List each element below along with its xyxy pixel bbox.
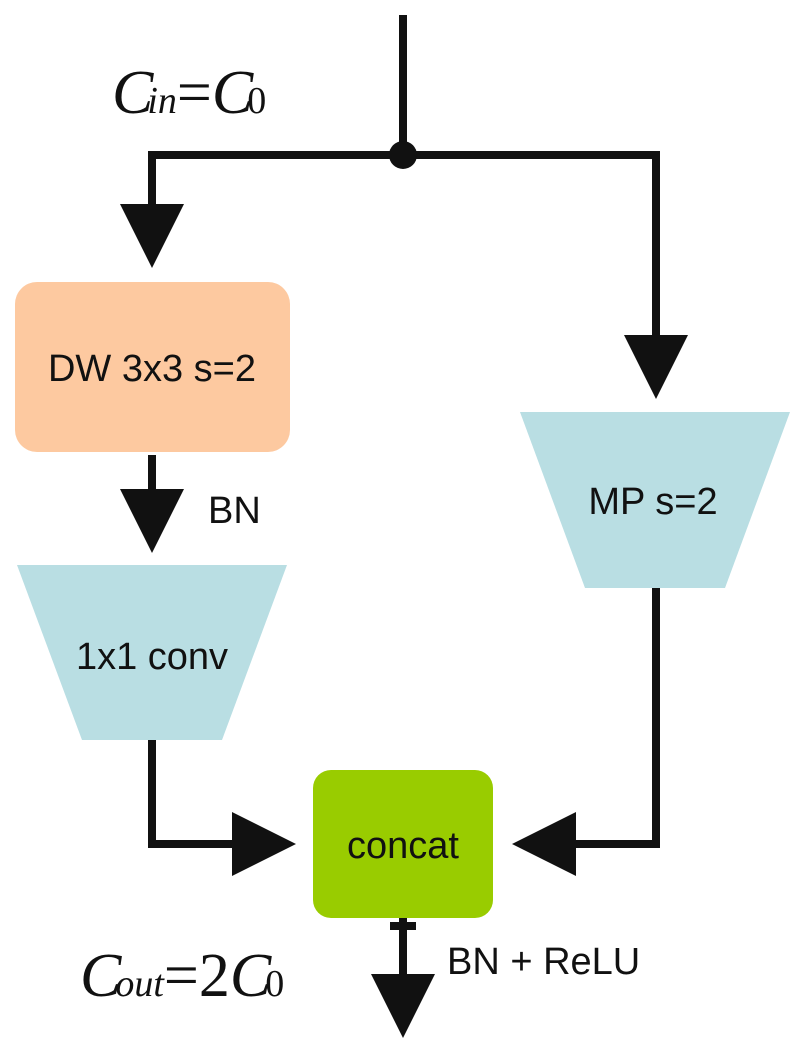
conv-to-concat-arrow (148, 740, 296, 876)
bn-relu-label: BN + ReLU (447, 941, 640, 983)
conv-1x1-label: 1x1 conv (76, 636, 228, 678)
split-line-right (403, 151, 688, 399)
bn-label: BN (208, 490, 261, 532)
output-channels-label: Cout=2C0 (80, 942, 284, 1010)
mp-to-concat-arrow (512, 588, 660, 876)
split-junction-dot (389, 141, 417, 169)
maxpool-block (520, 412, 790, 588)
concat-label: concat (347, 825, 459, 867)
connectors (120, 15, 688, 1038)
conv-1x1-block (17, 565, 287, 740)
split-line-left (120, 151, 403, 268)
dw-conv-label: DW 3x3 s=2 (48, 348, 256, 390)
dw-conv-block (15, 282, 290, 452)
maxpool-label: MP s=2 (588, 481, 717, 523)
concat-block (313, 770, 493, 918)
input-channels-label: Cin=C0 (112, 59, 266, 127)
